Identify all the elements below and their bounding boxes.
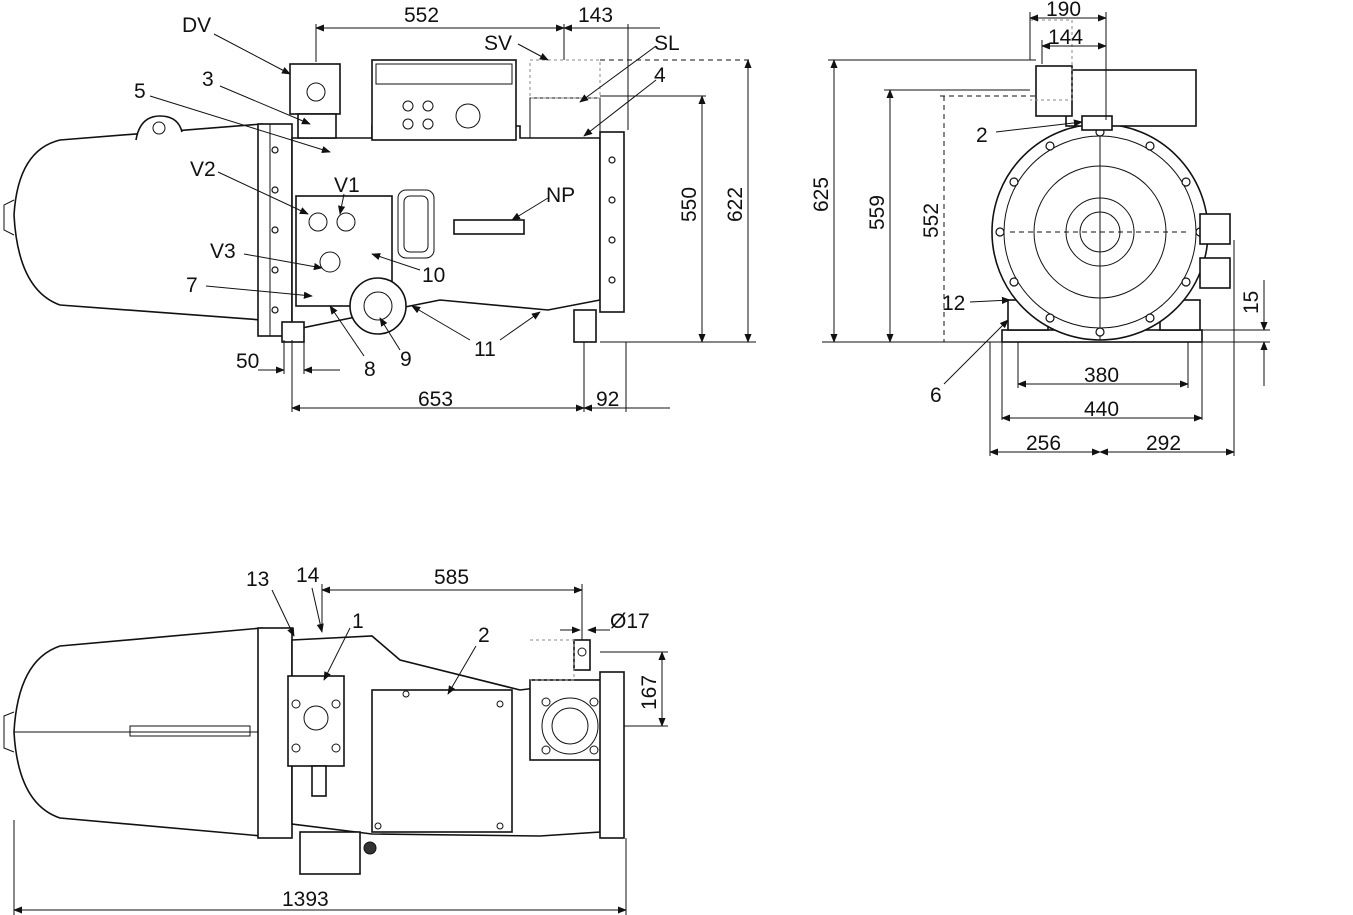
callout-14: 14 [296,564,320,587]
callout-v2: V2 [190,158,216,181]
dim-559-end: 559 [866,195,889,230]
dim-167-top: 167 [638,675,661,710]
callout-8: 8 [364,358,376,381]
dim-143-side: 143 [578,4,613,27]
callout-11: 11 [474,338,496,361]
callout-6: 6 [930,384,942,407]
dim-440-end: 440 [1084,398,1119,421]
callout-7: 7 [186,274,198,297]
nameplate [453,219,525,235]
dim-1393-top: 1393 [282,888,329,911]
foot-rear [573,309,597,343]
callout-1: 1 [352,610,364,633]
callout-12: 12 [942,292,965,315]
end-view: 190 144 625 559 552 15 380 440 256 292 2… [810,0,1270,456]
dim-144-end: 144 [1048,26,1083,49]
callout-2-top: 2 [478,624,490,647]
dim-256-end: 256 [1026,432,1061,455]
callout-sl: SL [654,32,680,55]
dim-625-end: 625 [810,177,833,212]
dim-552-end: 552 [920,203,943,238]
foot-front [281,321,305,343]
dim-diameter-17: Ø17 [610,610,650,633]
callout-dv: DV [182,14,211,37]
callout-v3: V3 [210,240,236,263]
callout-5: 5 [134,80,146,103]
callout-10: 10 [422,264,445,287]
top-view: 585 Ø17 167 1393 13 14 1 2 [3,564,668,915]
terminal-box [371,59,517,141]
dim-190-end: 190 [1046,0,1081,21]
dim-550-side: 550 [678,187,701,222]
dim-292-end: 292 [1146,432,1181,455]
callout-sv: SV [484,32,512,55]
callout-3: 3 [202,68,214,91]
terminal-box-top [371,689,513,833]
oil-pump [349,277,407,335]
discharge-valve [289,63,341,115]
oil-fitting-top [299,831,361,875]
callout-np: NP [546,184,575,207]
dim-92-side: 92 [596,388,619,411]
dim-15-end: 15 [1240,291,1263,314]
callout-9: 9 [400,348,412,371]
callout-2-end: 2 [976,124,988,147]
callout-v1: V1 [334,174,360,197]
side-view: 552 143 550 622 50 653 92 DV 3 5 SV SL 4… [3,4,756,412]
motor-flange-top [257,627,293,839]
dim-380-end: 380 [1084,364,1119,387]
lifting-eye [135,115,183,141]
discharge-valve-top [287,675,345,767]
dim-653-side: 653 [418,388,453,411]
dim-50-side: 50 [236,350,259,373]
dim-622-side: 622 [724,187,747,222]
motor-housing [13,123,263,321]
callout-13: 13 [246,568,269,591]
dim-552-side: 552 [404,4,439,27]
dim-585-top: 585 [434,566,469,589]
callout-4: 4 [654,64,666,87]
